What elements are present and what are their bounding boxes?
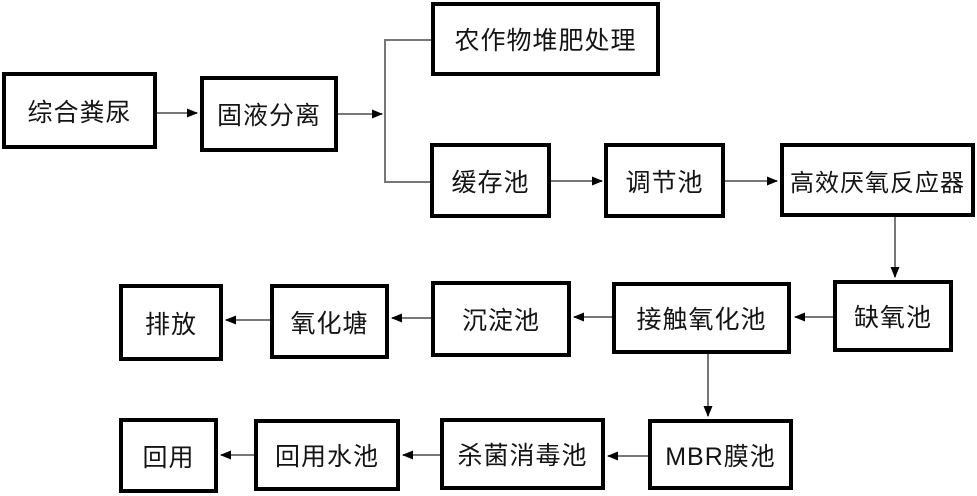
node-contact-oxidation-tank: 接触氧化池 (612, 282, 791, 354)
node-reuse: 回用 (119, 418, 218, 493)
node-solid-liquid-separation: 固液分离 (200, 76, 338, 152)
node-sedimentation-tank: 沉淀池 (431, 281, 571, 357)
node-combined-manure: 综合粪尿 (2, 72, 157, 149)
node-crop-composting: 农作物堆肥处理 (431, 2, 660, 76)
node-anoxic-tank: 缺氧池 (833, 280, 953, 352)
node-disinfection-tank: 杀菌消毒池 (440, 418, 605, 490)
node-anaerobic-reactor: 高效厌氧反应器 (780, 143, 975, 217)
node-regulating-tank: 调节池 (604, 143, 725, 218)
node-buffer-tank: 缓存池 (430, 143, 551, 218)
node-mbr-membrane-tank: MBR膜池 (648, 419, 793, 490)
node-discharge: 排放 (119, 284, 223, 361)
branch-connector-composting-buffer (384, 39, 431, 183)
node-oxidation-pond: 氧化塘 (270, 284, 389, 359)
node-reuse-water-tank: 回用水池 (254, 419, 400, 491)
